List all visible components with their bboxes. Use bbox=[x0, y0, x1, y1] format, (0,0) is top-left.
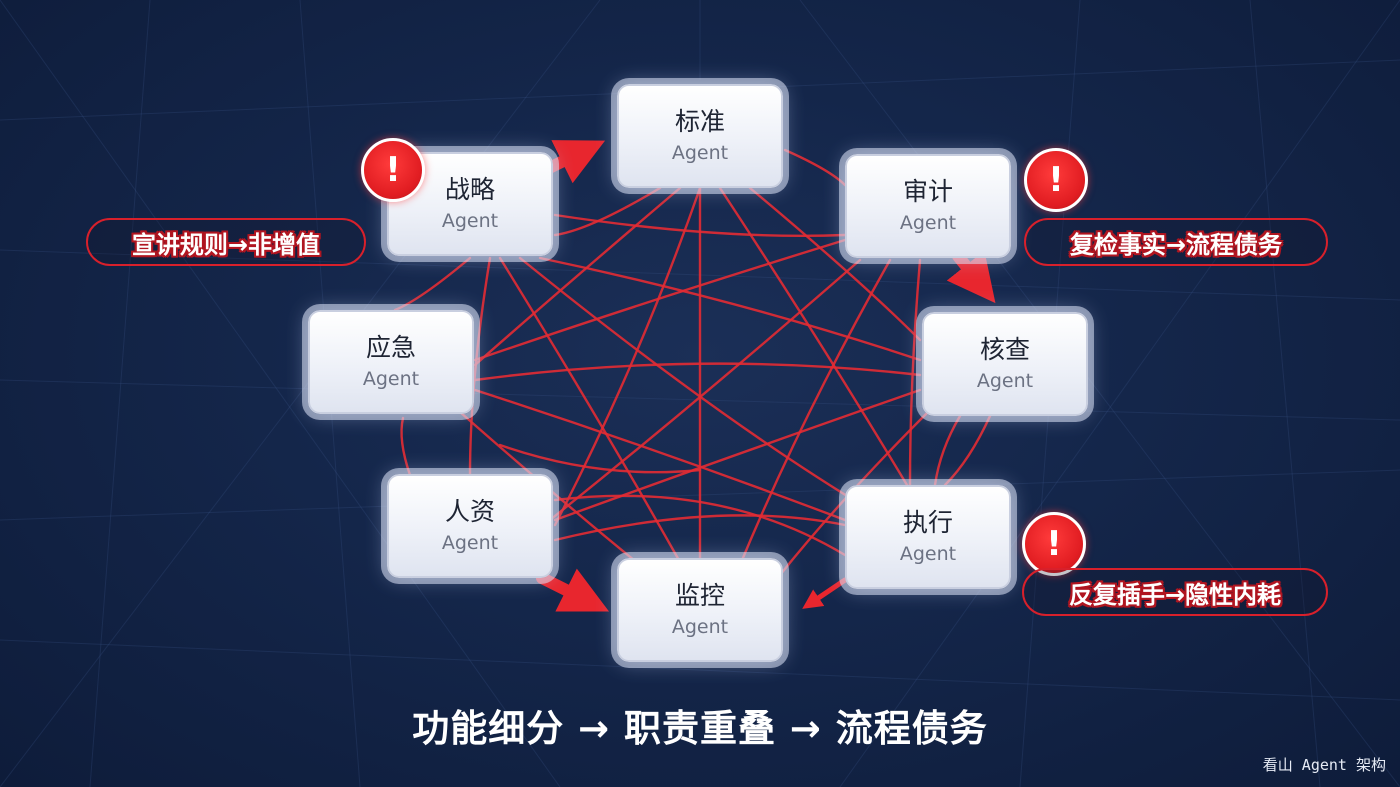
link-hecha-zhixing-2 bbox=[943, 414, 992, 487]
link-renzi-yingji bbox=[400, 416, 412, 477]
node-renzi[interactable]: 人资 Agent bbox=[387, 474, 553, 578]
node-subtitle: Agent bbox=[899, 212, 957, 235]
brand-watermark: 看山 Agent 架构 bbox=[1262, 756, 1386, 774]
link-zhanlue-yingji bbox=[393, 256, 472, 312]
link-shenji-renzi bbox=[548, 258, 862, 522]
node-title: 监控 bbox=[674, 581, 725, 611]
node-hecha[interactable]: 核查 Agent bbox=[922, 312, 1088, 416]
link-hecha-zhixing bbox=[933, 414, 962, 487]
node-title: 战略 bbox=[444, 175, 495, 205]
node-title: 执行 bbox=[902, 508, 953, 538]
link-yingji-zhixing bbox=[473, 388, 847, 522]
callout-right-top: 复检事实→流程债务 bbox=[1024, 218, 1328, 266]
headline: 功能细分 → 职责重叠 → 流程债务 bbox=[412, 707, 988, 750]
callout-left: 宣讲规则→非增值 bbox=[86, 218, 366, 266]
node-title: 应急 bbox=[365, 333, 416, 363]
link-biaozhun-renzi bbox=[553, 186, 702, 527]
link-biaozhun-shenji bbox=[783, 148, 847, 187]
node-title: 人资 bbox=[444, 497, 495, 527]
node-subtitle: Agent bbox=[671, 616, 729, 639]
warning-icon: ! bbox=[1022, 512, 1086, 576]
link-hecha-renzi bbox=[553, 388, 922, 522]
callout-right-bottom: 反复插手→隐性内耗 bbox=[1022, 568, 1328, 616]
link-zhixing-renzi bbox=[553, 494, 847, 557]
node-subtitle: Agent bbox=[899, 543, 957, 566]
warning-icon: ! bbox=[1024, 148, 1088, 212]
node-jiankong[interactable]: 监控 Agent bbox=[617, 558, 783, 662]
node-shenji[interactable]: 审计 Agent bbox=[845, 154, 1011, 258]
link-biaozhun-zhanlue bbox=[553, 186, 662, 237]
link-yingji-hecha bbox=[473, 362, 922, 382]
node-title: 审计 bbox=[902, 177, 953, 207]
link-zhanlue-renzi bbox=[468, 256, 492, 477]
warning-icon: ! bbox=[361, 138, 425, 202]
link-zhanlue-jiankong bbox=[498, 256, 682, 564]
node-yingji[interactable]: 应急 Agent bbox=[308, 310, 474, 414]
node-biaozhun[interactable]: 标准 Agent bbox=[617, 84, 783, 188]
link-renzi-zhixing bbox=[553, 514, 847, 542]
link-shenji-zhixing bbox=[908, 258, 922, 487]
node-zhixing[interactable]: 执行 Agent bbox=[845, 485, 1011, 589]
node-title: 标准 bbox=[674, 107, 725, 137]
link-zhanlue-hecha bbox=[538, 256, 922, 362]
node-subtitle: Agent bbox=[362, 368, 420, 391]
link-shenji-yingji bbox=[473, 238, 847, 362]
node-subtitle: Agent bbox=[441, 210, 499, 233]
link-yingji-jiankong bbox=[458, 410, 642, 567]
node-title: 核查 bbox=[979, 335, 1030, 365]
link-center-loop bbox=[498, 443, 702, 474]
link-biaozhun-yingji bbox=[473, 186, 682, 367]
arrow-zhixing-jiankong bbox=[802, 577, 848, 609]
link-zhanlue-shenji bbox=[553, 213, 847, 238]
node-subtitle: Agent bbox=[441, 532, 499, 555]
node-subtitle: Agent bbox=[671, 142, 729, 165]
link-shenji-jiankong bbox=[738, 258, 892, 567]
arrow-shenji-hecha bbox=[946, 250, 996, 304]
link-biaozhun-zhixing bbox=[718, 186, 912, 492]
arrow-renzi-jiankong bbox=[536, 568, 610, 612]
link-zhanlue-zhixing bbox=[518, 256, 872, 512]
node-subtitle: Agent bbox=[976, 370, 1034, 393]
